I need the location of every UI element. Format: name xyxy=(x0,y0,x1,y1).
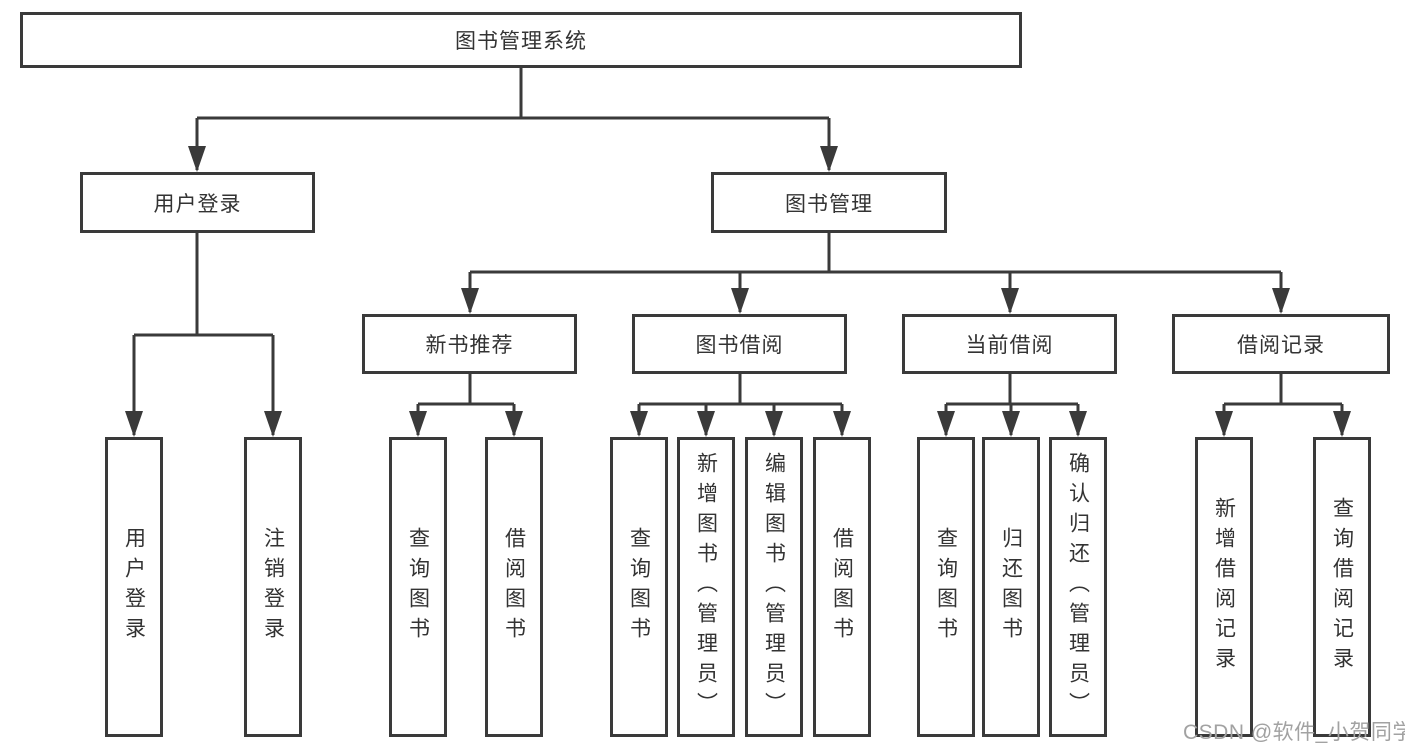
node-label: 新书推荐 xyxy=(425,334,514,357)
leaf-borrow-books-recommend: 借阅图书 xyxy=(485,437,543,737)
node-label: 借阅图书 xyxy=(830,527,854,647)
node-label: 归还图书 xyxy=(999,527,1023,647)
node-label: 借阅记录 xyxy=(1237,334,1325,357)
csdn-watermark: CSDN @软件_小贺同学 xyxy=(1183,721,1405,744)
node-label: 查询图书 xyxy=(406,527,430,647)
node-label: 查询借阅记录 xyxy=(1330,497,1354,677)
node-label: 图书借阅 xyxy=(695,334,784,357)
leaf-edit-book-admin: 编辑图书（管理员） xyxy=(745,437,803,737)
leaf-confirm-return-admin: 确认归还（管理员） xyxy=(1049,437,1107,737)
node-borrow-records: 借阅记录 xyxy=(1172,314,1390,374)
leaf-borrow-books: 借阅图书 xyxy=(813,437,871,737)
node-label: 确认归还（管理员） xyxy=(1066,452,1090,722)
leaf-query-books-borrow: 查询图书 xyxy=(610,437,668,737)
leaf-logout: 注销登录 xyxy=(244,437,302,737)
leaf-user-login: 用户登录 xyxy=(105,437,163,737)
leaf-add-book-admin: 新增图书（管理员） xyxy=(677,437,735,737)
node-label: 图书管理系统 xyxy=(455,30,587,53)
node-label: 查询图书 xyxy=(934,527,958,647)
leaf-query-books-current: 查询图书 xyxy=(917,437,975,737)
node-book-management: 图书管理 xyxy=(711,172,947,233)
node-new-book-recommend: 新书推荐 xyxy=(362,314,577,374)
leaf-query-borrow-record: 查询借阅记录 xyxy=(1313,437,1371,737)
node-current-borrow: 当前借阅 xyxy=(902,314,1117,374)
leaf-query-books-recommend: 查询图书 xyxy=(389,437,447,737)
node-label: 用户登录 xyxy=(122,527,146,647)
leaf-add-borrow-record: 新增借阅记录 xyxy=(1195,437,1253,737)
node-label: 查询图书 xyxy=(627,527,651,647)
node-label: 新增借阅记录 xyxy=(1212,497,1236,677)
node-label: 新增图书（管理员） xyxy=(694,452,718,722)
node-label: 注销登录 xyxy=(261,527,285,647)
leaf-return-books: 归还图书 xyxy=(982,437,1040,737)
node-label: 图书管理 xyxy=(785,192,873,216)
node-root-system: 图书管理系统 xyxy=(20,12,1022,68)
node-label: 编辑图书（管理员） xyxy=(762,452,786,722)
node-user-login: 用户登录 xyxy=(80,172,315,233)
node-label: 用户登录 xyxy=(153,192,242,216)
node-book-borrow: 图书借阅 xyxy=(632,314,847,374)
node-label: 借阅图书 xyxy=(502,527,526,647)
node-label: 当前借阅 xyxy=(965,334,1054,357)
